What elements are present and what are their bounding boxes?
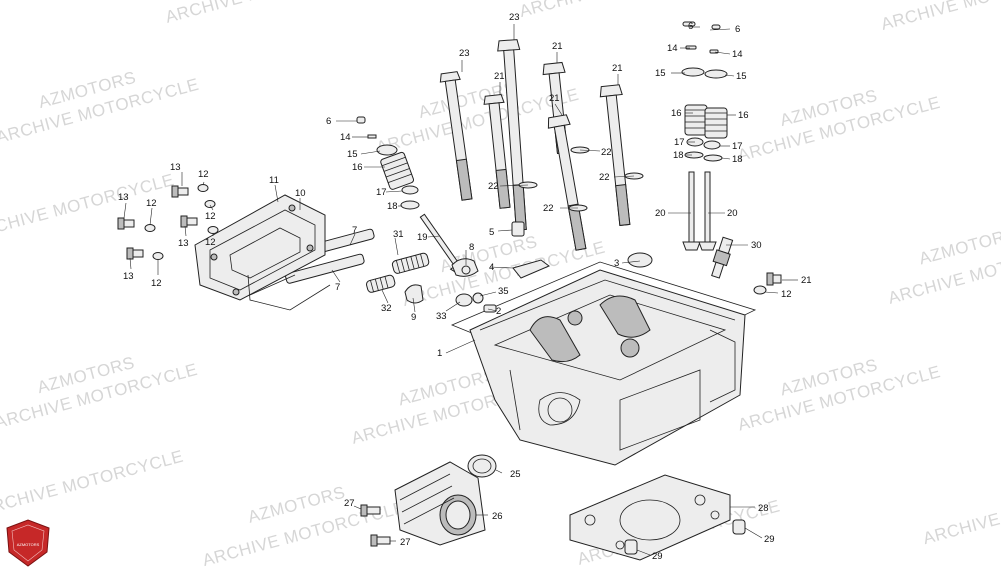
- rocker-cover: [194, 194, 331, 311]
- callout-7: 7: [352, 225, 357, 236]
- callout-6: 6: [735, 24, 740, 35]
- callout-13: 13: [178, 238, 189, 249]
- callout-15: 15: [347, 149, 358, 160]
- callout-12: 12: [198, 169, 209, 180]
- rocker-spring: [391, 252, 430, 274]
- callout-22: 21: [549, 93, 560, 104]
- valve-spring: [684, 104, 728, 139]
- watermark-archive: ARCHIVE MOTORCYCLE: [517, 0, 724, 21]
- callout-21: 21: [801, 275, 812, 286]
- callout-18: 18: [673, 150, 684, 161]
- callout-22: 21: [552, 41, 563, 52]
- callout-29: 29: [764, 534, 775, 545]
- callout-32: 32: [381, 303, 392, 314]
- callout-23: 22: [543, 203, 554, 214]
- callout-labels: 23 23 21 21 21 21 22 22 22 22 6 6 14 14 …: [118, 12, 812, 562]
- callout-24: 23: [509, 12, 520, 23]
- callout-12: 12: [146, 198, 157, 209]
- callout-30: 30: [751, 240, 762, 251]
- callout-22: 21: [494, 71, 505, 82]
- callout-22: 21: [612, 63, 623, 74]
- callout-9: 9: [411, 312, 416, 323]
- callout-14: 14: [340, 132, 351, 143]
- callout-2: 2: [496, 306, 501, 317]
- callout-16: 16: [738, 110, 749, 121]
- callout-20: 20: [655, 208, 666, 219]
- callout-18: 18: [732, 154, 743, 165]
- callout-31: 31: [393, 229, 404, 240]
- intake-manifold: [360, 454, 497, 547]
- callout-23: 22: [601, 147, 612, 158]
- callout-12: 12: [205, 237, 216, 248]
- callout-12: 12: [205, 211, 216, 222]
- valve-train-right: [681, 21, 782, 295]
- callout-8: 8: [469, 242, 474, 253]
- callout-14: 14: [667, 43, 678, 54]
- callout-15: 15: [736, 71, 747, 82]
- callout-27: 27: [400, 537, 411, 548]
- callout-6: 6: [326, 116, 331, 127]
- callout-17: 17: [674, 137, 685, 148]
- leader-lines: [123, 24, 798, 556]
- callout-3: 3: [614, 258, 619, 269]
- callout-16: 16: [671, 108, 682, 119]
- callout-17: 17: [732, 141, 743, 152]
- callout-29: 29: [652, 551, 663, 562]
- callout-23: 22: [599, 172, 610, 183]
- callout-5: 5: [489, 227, 494, 238]
- callout-20: 20: [727, 208, 738, 219]
- long-bolt: [439, 71, 473, 201]
- callout-13: 13: [170, 162, 181, 173]
- head-gasket: [569, 474, 746, 561]
- watermark-archive: ARCHIVE MOTORCYCLE: [163, 0, 370, 27]
- callout-7: 7: [335, 282, 340, 293]
- watermark-archive: ARCHIVE MOTORCYCLE: [0, 447, 186, 519]
- callout-11: 11: [269, 175, 279, 186]
- callout-15: 15: [655, 68, 666, 79]
- callout-17: 17: [376, 187, 387, 198]
- callout-10: 10: [295, 188, 306, 199]
- callout-4: 4: [489, 262, 494, 273]
- callout-6: 6: [688, 21, 693, 32]
- valve-train-left: [356, 116, 484, 307]
- callout-12: 12: [151, 278, 162, 289]
- callout-35: 35: [498, 286, 509, 297]
- callout-19: 19: [417, 232, 428, 243]
- callout-25: 25: [510, 469, 521, 480]
- rocker-spring: [366, 274, 396, 293]
- callout-1: 1: [437, 348, 442, 359]
- watermark-archive: ARCHIVE MOTORCYCLE: [921, 476, 1001, 548]
- brand-badge: AZMOTORS: [6, 519, 50, 567]
- callout-33: 33: [436, 311, 447, 322]
- rocker-arm: [404, 284, 424, 304]
- callout-27: 27: [344, 498, 355, 509]
- watermark-archive: ARCHIVE MOTORCYCLE: [879, 0, 1001, 34]
- callout-18: 18: [387, 201, 398, 212]
- callout-16: 16: [352, 162, 363, 173]
- callout-12: 12: [781, 289, 792, 300]
- callout-13: 13: [123, 271, 134, 282]
- callout-23: 22: [488, 181, 499, 192]
- callout-26: 26: [492, 511, 503, 522]
- spark-plug: [711, 236, 734, 279]
- callout-28: 28: [758, 503, 769, 514]
- long-bolt: [483, 93, 511, 209]
- small-fittings: [483, 221, 653, 313]
- cover-bolts: [117, 184, 219, 260]
- callout-24: 23: [459, 48, 470, 59]
- callout-13: 13: [118, 192, 129, 203]
- long-bolt: [547, 114, 587, 251]
- brand-badge-label: AZMOTORS: [17, 542, 40, 547]
- cylinder-head: [450, 261, 757, 466]
- long-bolt: [599, 84, 631, 226]
- callout-14: 14: [732, 49, 743, 60]
